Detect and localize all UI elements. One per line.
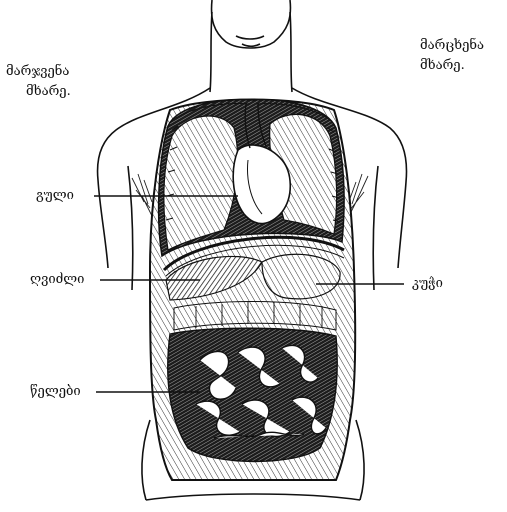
liver-label: ღვიძლი — [30, 272, 84, 288]
heart-label: გული — [36, 188, 74, 204]
stomach-label: კუჭი — [412, 276, 443, 292]
right-side-line-1: მარჯვენა — [6, 62, 71, 82]
stomach — [262, 254, 340, 299]
right-side-line-2: მხარე. — [6, 82, 71, 102]
right-side-label: მარჯვენა მხარე. — [6, 62, 71, 102]
left-side-line-1: მარცხენა — [420, 36, 484, 56]
head-neck — [210, 0, 292, 92]
left-side-label: მარცხენა მხარე. — [420, 36, 484, 76]
intestines-label: წელები — [30, 384, 81, 400]
left-side-line-2: მხარე. — [420, 56, 484, 76]
